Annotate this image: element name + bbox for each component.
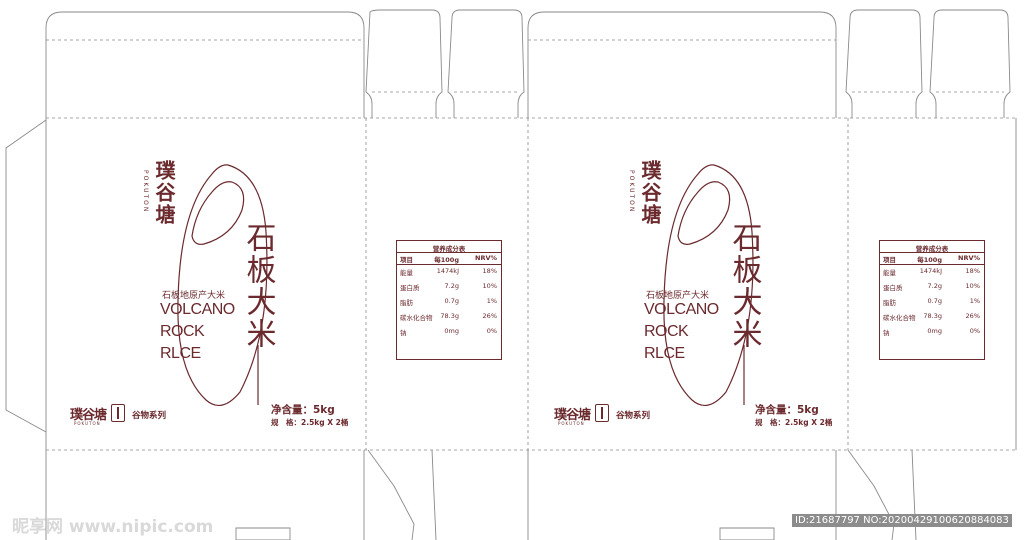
cell: 10% (965, 282, 980, 290)
cell: 脂肪 (883, 299, 896, 307)
watermark-id: ID:21687797 NO:20200429100620884083 (792, 514, 1012, 527)
header-item: 项目 (883, 256, 896, 264)
cell: 7.2g (444, 282, 459, 290)
product-title: 石板大米 (240, 222, 276, 350)
header-per100g: 每100g (434, 256, 459, 264)
grain-badge-icon (595, 404, 609, 422)
cell: 蛋白质 (883, 284, 903, 292)
cell: 7.2g (927, 282, 942, 290)
cell: 0.7g (927, 297, 942, 305)
spec-text: 规 格：2.5kg X 2桶 (755, 418, 833, 427)
cell: 0mg (444, 327, 459, 335)
cell: 78.3g (923, 312, 942, 320)
cell: 1474kJ (919, 267, 942, 275)
cell: 18% (965, 267, 980, 275)
cell: 18% (482, 267, 497, 275)
table-row: 碳水化合物 78.3g 26% (397, 310, 501, 325)
english-line: RLCE (644, 345, 685, 362)
cell: 10% (482, 282, 497, 290)
nutrition-table-b: 营养成分表 项目 每100g NRV% 能量 1474kJ 18% 蛋白质 7.… (879, 240, 985, 360)
footer-logo-pinyin: POKUTON (558, 421, 585, 426)
brand-pinyin: POKUTON (628, 170, 635, 214)
header-nrv: NRV% (958, 254, 980, 262)
brand-vertical: 璞谷塘 (638, 160, 662, 226)
cell: 碳水化合物 (883, 314, 916, 322)
cell: 1% (969, 297, 980, 305)
footer-logo: 璞谷塘 (70, 408, 107, 423)
cell: 1% (486, 297, 497, 305)
english-title: VOLCANO ROCK RLCE (644, 299, 719, 365)
cell: 钠 (400, 329, 407, 337)
cell: 钠 (883, 329, 890, 337)
cell: 78.3g (440, 312, 459, 320)
cell: 脂肪 (400, 299, 413, 307)
net-weight: 净含量：5kg (755, 404, 819, 416)
brand-vertical: 璞谷塘 (152, 160, 176, 226)
header-nrv: NRV% (475, 254, 497, 262)
net-weight: 净含量：5kg (271, 404, 335, 416)
product-subtitle: 石板地原产大米 (162, 291, 226, 301)
table-row: 脂肪 0.7g 1% (880, 295, 984, 310)
cell: 0% (969, 327, 980, 335)
cell: 0.7g (444, 297, 459, 305)
english-line: RLCE (160, 345, 201, 362)
nutrition-title: 营养成分表 (432, 245, 466, 253)
cell: 26% (482, 312, 497, 320)
table-row: 碳水化合物 78.3g 26% (880, 310, 984, 325)
cell: 0mg (927, 327, 942, 335)
table-row: 蛋白质 7.2g 10% (880, 280, 984, 295)
cell: 能量 (400, 269, 413, 277)
footer-logo-pinyin: POKUTON (74, 421, 101, 426)
cell: 0% (486, 327, 497, 335)
english-line: VOLCANO (160, 301, 235, 318)
table-row: 能量 1474kJ 18% (397, 265, 501, 280)
grain-badge-icon (111, 404, 125, 422)
nutrition-header-row: 项目 每100g NRV% (880, 252, 984, 265)
table-row: 钠 0mg 0% (880, 325, 984, 340)
product-subtitle: 石板地原产大米 (646, 291, 710, 301)
nutrition-header-row: 项目 每100g NRV% (397, 252, 501, 265)
nutrition-table-a: 营养成分表 项目 每100g NRV% 能量 1474kJ 18% 蛋白质 7.… (396, 240, 502, 360)
english-line: ROCK (160, 323, 205, 340)
cell: 能量 (883, 269, 896, 277)
cell: 碳水化合物 (400, 314, 433, 322)
watermark-site: 昵享网 www.nipic.com (12, 517, 214, 537)
footer-logo: 璞谷塘 (554, 408, 591, 423)
rice-grain-outline (177, 164, 268, 407)
table-row: 能量 1474kJ 18% (880, 265, 984, 280)
rice-germ-outline (191, 181, 245, 245)
table-row: 钠 0mg 0% (397, 325, 501, 340)
nutrition-title: 营养成分表 (915, 245, 949, 253)
brand-pinyin: POKUTON (142, 170, 149, 214)
english-line: VOLCANO (644, 301, 719, 318)
cell: 1474kJ (436, 267, 459, 275)
english-line: ROCK (644, 323, 689, 340)
table-row: 脂肪 0.7g 1% (397, 295, 501, 310)
english-title: VOLCANO ROCK RLCE (160, 299, 235, 365)
header-per100g: 每100g (917, 256, 942, 264)
series-label: 谷物系列 (616, 411, 651, 421)
cell: 蛋白质 (400, 284, 420, 292)
table-row: 蛋白质 7.2g 10% (397, 280, 501, 295)
product-title: 石板大米 (726, 222, 762, 350)
series-label: 谷物系列 (132, 411, 167, 421)
cell: 26% (965, 312, 980, 320)
header-item: 项目 (400, 256, 413, 264)
spec-text: 规 格：2.5kg X 2桶 (271, 418, 349, 427)
